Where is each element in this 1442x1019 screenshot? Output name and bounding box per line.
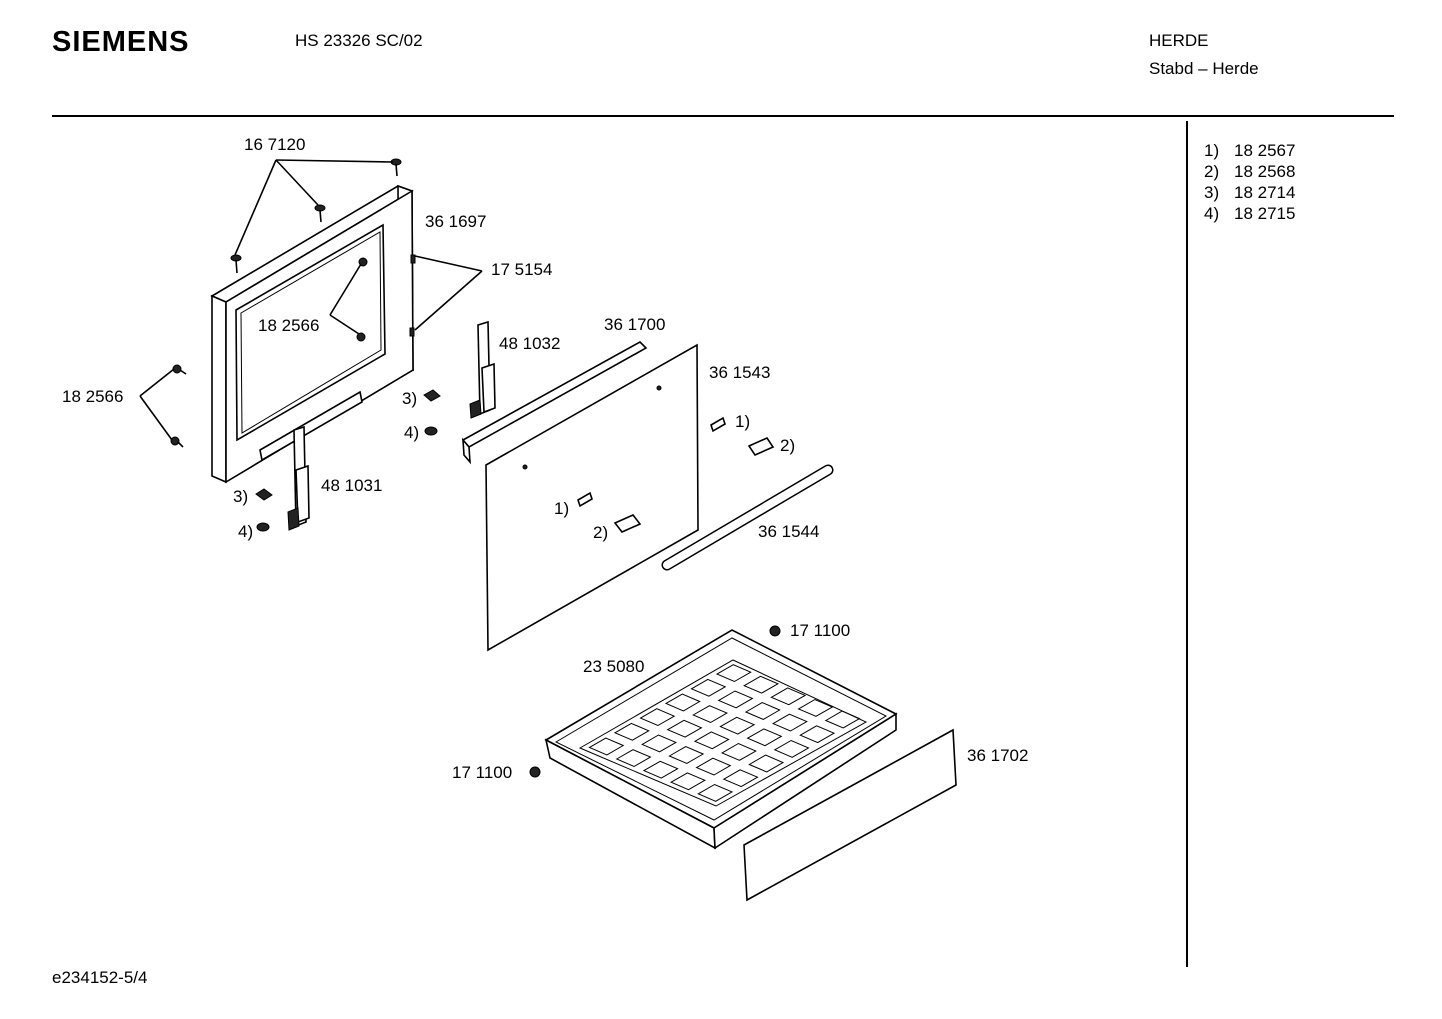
tray-grid-cell [797,698,834,717]
part-label: 36 1702 [967,746,1028,765]
legend-list: 1)18 2567 2)18 2568 3)18 2714 4)18 2715 [1204,140,1295,224]
nut-icon [529,625,781,778]
part-label: 17 1100 [452,763,512,782]
callout-label: 4) [238,522,253,541]
tray-grid-cell [692,705,729,724]
part-label: 23 5080 [583,657,644,676]
part-label: 48 1032 [499,334,560,353]
category-title: HERDE [1149,31,1209,50]
tray-grid-cell [748,754,785,773]
tray-grid-cell [693,731,730,750]
pad-icon [577,416,775,533]
tray-grid-cell [773,739,810,758]
tray-grid-cell [746,728,783,747]
part-label: 36 1543 [709,363,770,382]
tray-grid-cell [666,719,703,738]
part-label: 36 1700 [604,315,665,334]
tray-grid-cell [690,678,727,697]
tray-grid-cell [770,687,807,706]
tray-grid-cell [744,702,781,720]
tray-grid-cell [771,713,808,732]
tray-grid-cell [719,716,756,735]
header-divider [52,115,1394,117]
part-label: 16 7120 [244,135,305,154]
tray-grid-cell [613,722,650,741]
screw-left-icon [170,364,187,448]
trim-strip [461,341,648,465]
legend-item: 1)18 2567 [1204,141,1296,160]
tray-grid-cell [588,737,625,756]
part-label: 48 1031 [321,476,382,495]
tray-grid-cell [641,734,678,753]
part-label: 17 1100 [790,621,850,640]
category-subtitle: Stabd – Herde [1149,59,1259,78]
tray-grid [588,664,861,802]
leader-lines [139,159,483,441]
tray-grid-cell [695,757,732,776]
tray-grid-cell [717,690,754,709]
tray-grid-cell [715,664,752,683]
tray-grid-cell [722,769,759,788]
brand-logo: SIEMENS [52,26,190,58]
hinge-left-icon [287,425,310,531]
legend-item: 3)18 2714 [1204,183,1296,202]
hinge-right-icon [469,320,496,419]
tray-grid-cell [824,710,861,729]
tray-grid-cell [697,783,734,802]
part-label: 18 2566 [258,316,319,335]
callout-label: 3) [233,487,248,506]
drawing-number: e234152-5/4 [52,968,148,987]
screw-top-icon [230,158,402,274]
legend-item: 4)18 2715 [1204,204,1296,223]
callout-label: 1) [735,412,750,431]
tray-grid-cell [799,725,836,744]
tray-grid-cell [668,746,705,764]
part-label: 36 1544 [758,522,819,541]
legend-item: 2)18 2568 [1204,162,1296,181]
tray [544,629,898,850]
part-label: 17 5154 [491,260,552,279]
tray-grid-cell [743,675,780,694]
model-number: HS 23326 SC/02 [295,31,423,50]
tray-grid-cell [664,693,701,712]
part-label: 36 1697 [425,212,486,231]
callout-label: 4) [404,423,419,442]
callout-label: 3) [402,389,417,408]
tray-grid-cell [639,708,676,727]
tray-grid-cell [720,742,757,761]
tray-grid-cell [642,760,679,779]
callout-label: 2) [593,523,608,542]
legend-divider [1186,121,1188,967]
clip-icon [255,389,441,532]
tray-grid-cell [615,749,652,768]
handle-rod [661,464,834,571]
tray-front-panel [743,728,957,902]
callout-label: 1) [554,499,569,518]
part-label: 18 2566 [62,387,123,406]
tray-grid-cell [669,772,706,791]
callout-label: 2) [780,436,795,455]
